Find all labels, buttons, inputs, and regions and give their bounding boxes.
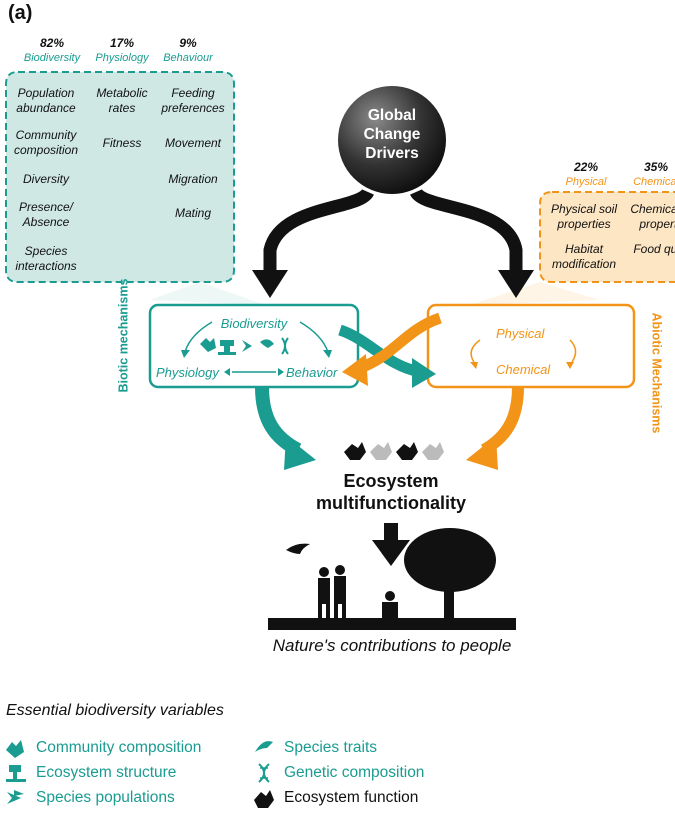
cell-species-interactions: Species interactions (15, 244, 77, 273)
community-composition-icon (6, 740, 24, 758)
species-traits-icon (255, 741, 273, 752)
physical-percent: 22% (573, 160, 599, 174)
cell-diversity: Diversity (22, 172, 69, 186)
legend-label: Species populations (36, 789, 175, 806)
ecosystem-multifunctionality-title: Ecosystem multifunctionality (316, 471, 466, 513)
abiotic-physical-label: Physical (496, 326, 545, 341)
legend-label: Ecosystem structure (36, 764, 177, 781)
ecosystem-to-ncp-arrow (372, 540, 410, 566)
chemical-percent: 35% (643, 160, 669, 174)
physical-header: Physical (565, 176, 607, 188)
cell-metabolic-rates: Metabolic rates (96, 86, 148, 115)
genetic-composition-icon (258, 763, 270, 783)
cell-presence-absence: Presence/ Absence (18, 200, 74, 229)
legend-label: Ecosystem function (284, 789, 419, 806)
biotic-to-ecosystem-arrow (255, 386, 302, 457)
cell-community-composition: Community composition (13, 128, 79, 157)
legend-item-genetic-composition: Genetic composition (252, 763, 424, 783)
cell-migration: Migration (168, 172, 218, 186)
biodiversity-header: Biodiversity (23, 52, 81, 64)
cell-habitat-modification: Habitat modification (551, 242, 617, 271)
globe-icon (338, 86, 446, 194)
biotic-to-abiotic-arrow (338, 324, 422, 378)
legend-item-ecosystem-function: Ecosystem function (252, 788, 424, 808)
biotic-callout-box (5, 71, 235, 283)
cell-population-abundance: Population abundance (16, 86, 76, 115)
driver-arrow-right (410, 187, 523, 275)
legend-item-ecosystem-structure: Ecosystem structure (4, 763, 201, 783)
legend-title: Essential biodiversity variables (6, 702, 224, 719)
species-populations-icon (7, 790, 24, 804)
legend-item-species-populations: Species populations (4, 788, 201, 808)
abiotic-chemical-label: Chemical (496, 362, 551, 377)
abiotic-mechanisms-label: Abiotic Mechanisms (649, 312, 664, 433)
abiotic-to-biotic-arrow (357, 312, 442, 374)
cell-movement: Movement (164, 136, 222, 150)
physiology-percent: 17% (109, 36, 135, 50)
biotic-behavior-label: Behavior (286, 365, 338, 380)
ecosystem-function-icon (254, 790, 274, 808)
legend-item-community-composition: Community composition (4, 738, 201, 758)
cell-chemical-soil-properties: Chemical soil properties (630, 202, 675, 231)
behaviour-header: Behaviour (163, 52, 213, 64)
cell-fitness: Fitness (102, 136, 142, 150)
global-change-drivers-label: Global Change Drivers (363, 107, 421, 162)
legend-label: Community composition (36, 739, 202, 756)
ecosystem-function-icons (344, 442, 444, 460)
legend-label: Genetic composition (284, 764, 425, 781)
cell-physical-soil-properties: Physical soil properties (550, 202, 618, 231)
biodiversity-percent: 82% (39, 36, 65, 50)
ecosystem-structure-icon (6, 765, 26, 782)
cell-mating: Mating (174, 206, 212, 220)
abiotic-callout-box (539, 191, 675, 283)
biotic-physiology-label: Physiology (156, 365, 219, 380)
biotic-biodiversity-label: Biodiversity (220, 316, 288, 331)
legend-column-left: Community composition Ecosystem structur… (4, 738, 201, 808)
abiotic-box (426, 303, 636, 389)
driver-arrow-left (263, 187, 374, 275)
chemical-header: Chemical (633, 176, 675, 188)
ncp-silhouette (268, 528, 516, 630)
cell-food-quality: Food quality (633, 242, 675, 256)
abiotic-to-ecosystem-arrow (480, 386, 524, 456)
legend-item-species-traits: Species traits (252, 738, 424, 758)
behaviour-percent: 9% (179, 36, 197, 50)
panel-label: (a) (8, 2, 33, 24)
biotic-icons (200, 337, 289, 355)
cell-feeding-preferences: Feeding preferences (161, 86, 225, 115)
legend-column-right: Species traits Genetic composition Ecosy… (252, 738, 424, 808)
legend-label: Species traits (284, 739, 378, 756)
physiology-header: Physiology (95, 52, 149, 64)
biotic-mechanisms-label: Biotic mechanisms (116, 278, 131, 392)
ncp-label: Nature's contributions to people (272, 636, 512, 655)
